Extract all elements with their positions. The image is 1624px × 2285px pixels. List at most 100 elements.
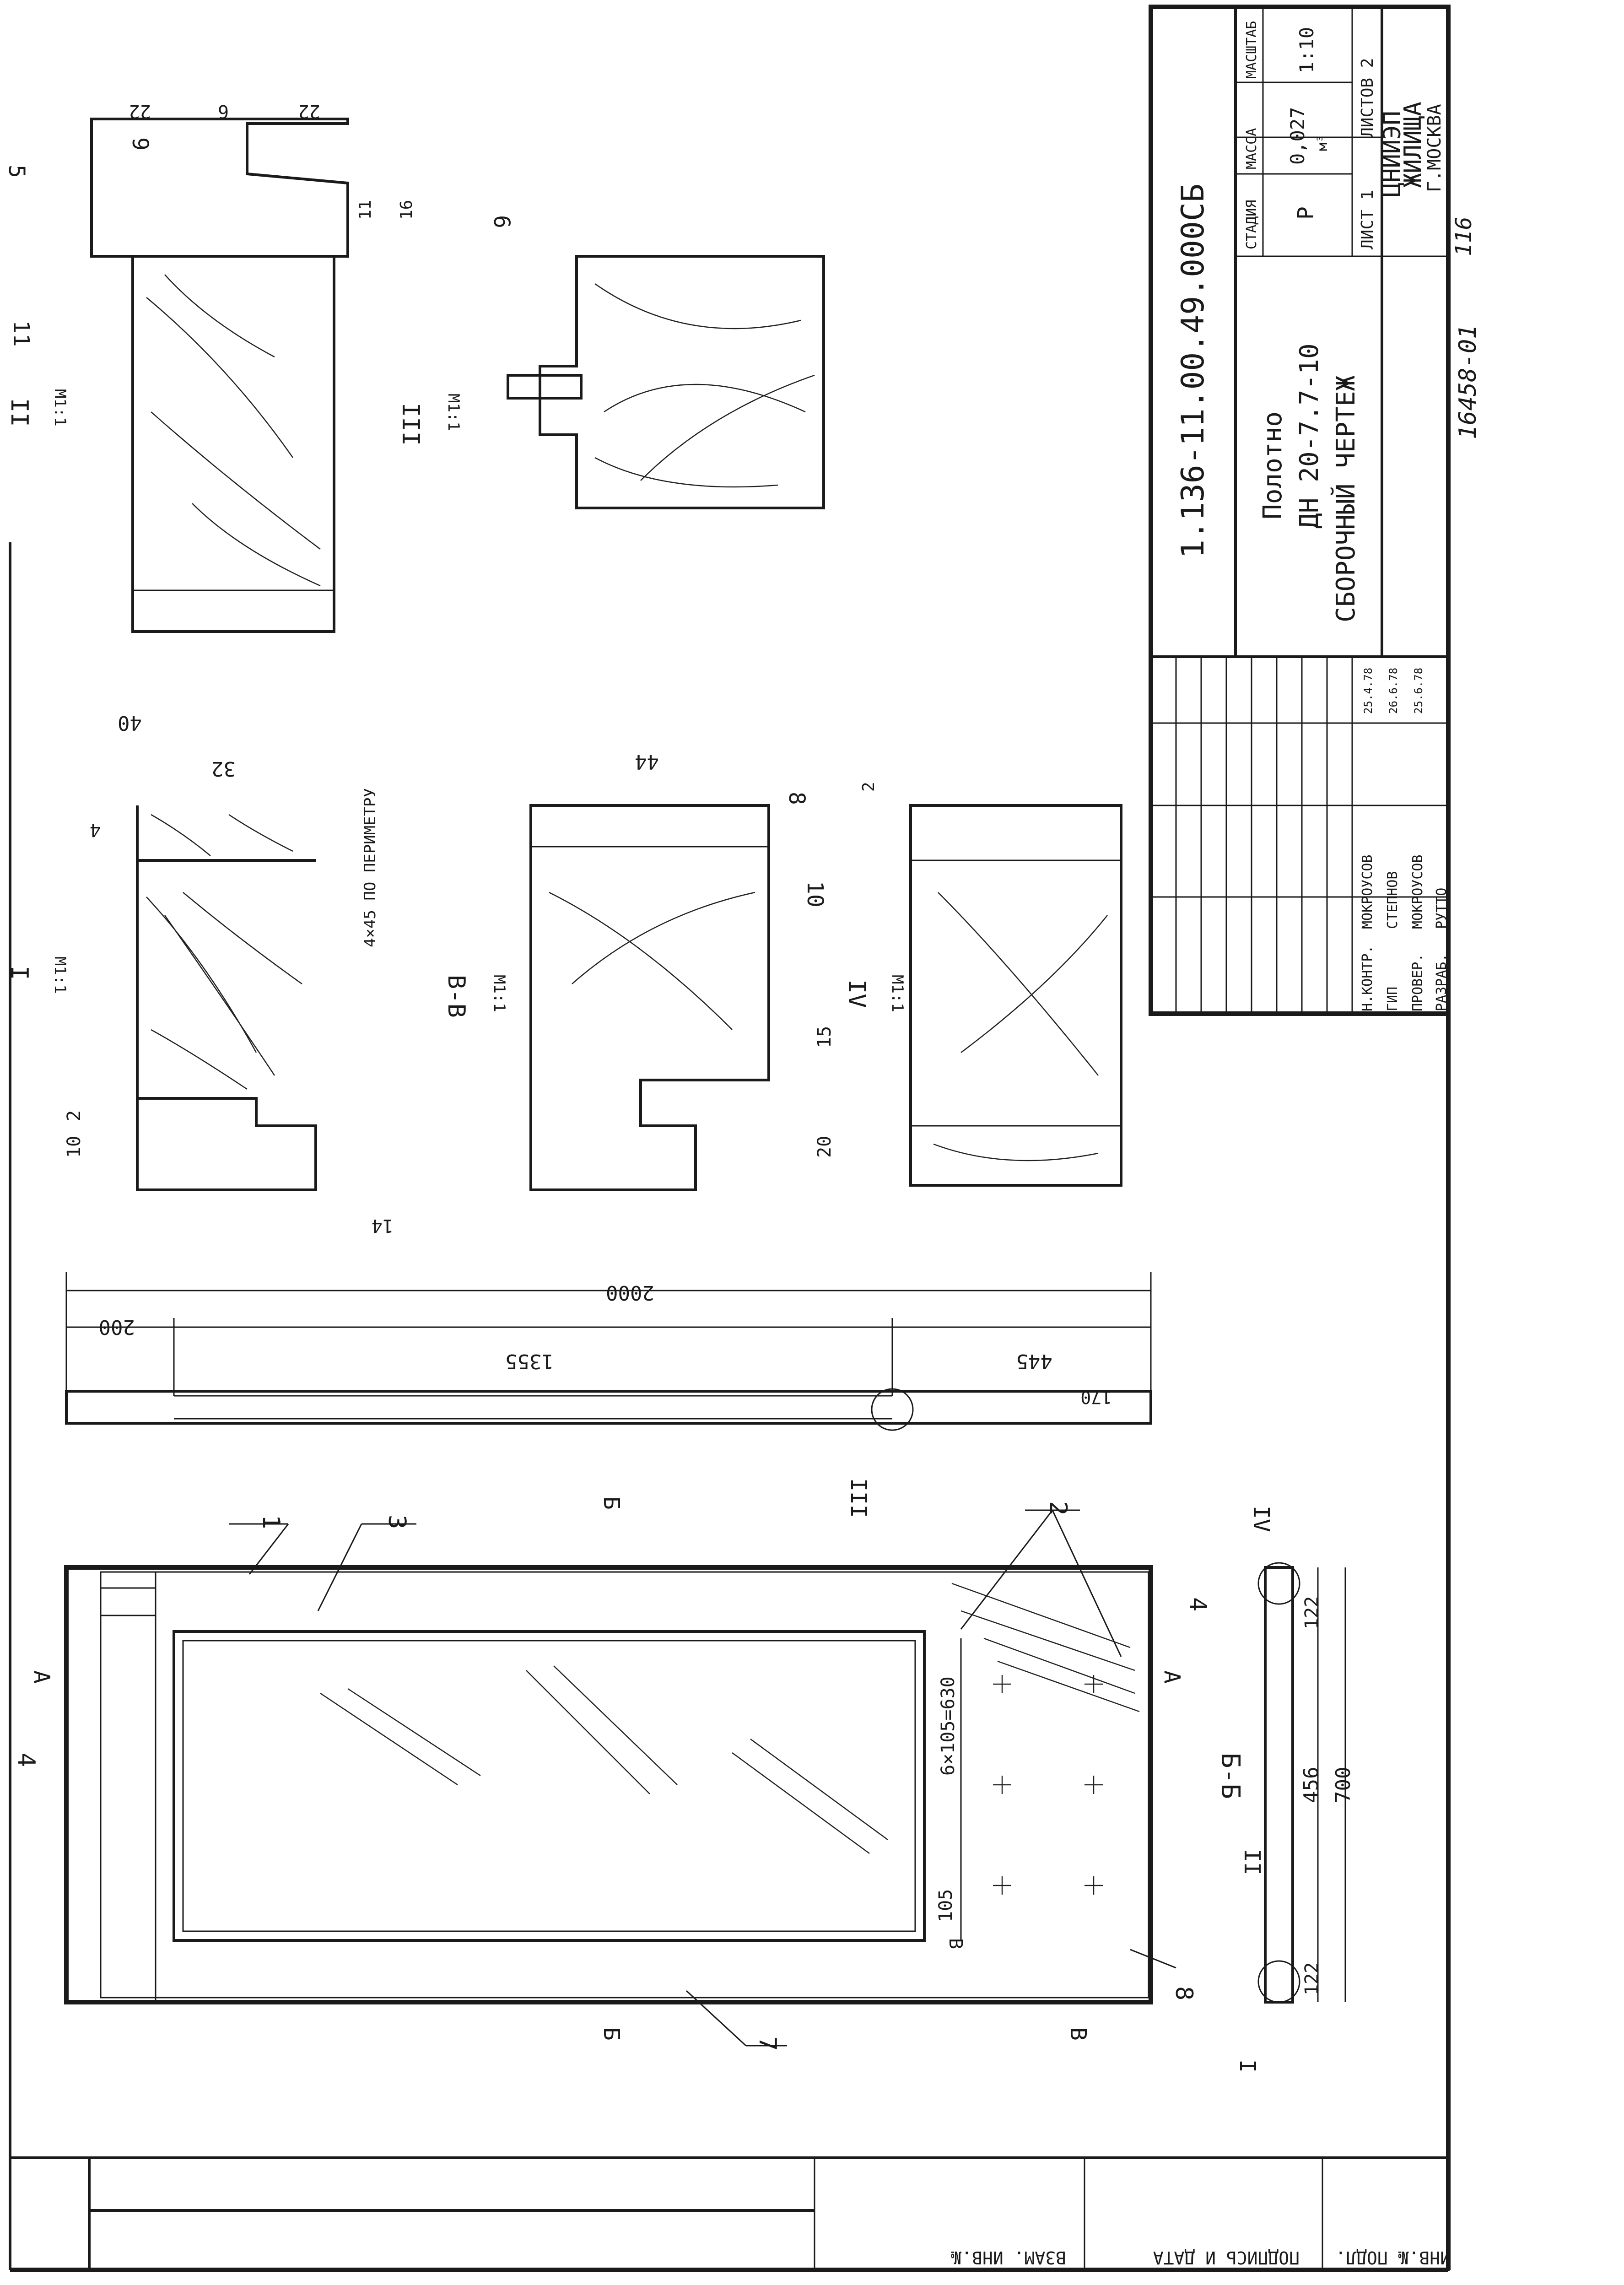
callout-10: 10 xyxy=(802,881,828,908)
role-prover: ПРОВЕР. xyxy=(1410,954,1426,1011)
mass-header: МАССА xyxy=(1244,128,1260,169)
dim-44: 44 xyxy=(635,750,659,773)
view-label-i: I xyxy=(1235,2059,1260,2073)
detail-III-label: III xyxy=(397,403,424,446)
dim-2b: 2 xyxy=(859,782,878,792)
callout-1: 1 xyxy=(257,1515,285,1529)
dim-445: 445 xyxy=(1016,1350,1052,1373)
date-nkontr: 25.4.78 xyxy=(1362,668,1375,714)
stage-header: СТАДИЯ xyxy=(1244,200,1260,249)
detail-I: I М1:1 4×45 ПО ПЕРИМЕТРУ 40 32 4 14 10 2 xyxy=(5,711,394,1236)
date-gip: 26.6.78 xyxy=(1387,668,1400,714)
view-label-ii: II xyxy=(1239,1849,1265,1875)
dim-2: 2 xyxy=(64,1110,85,1121)
sheet-number: ЛИСТ 1 xyxy=(1358,190,1377,249)
callout-5: 5 xyxy=(4,165,29,178)
view-label-iii: III xyxy=(846,1478,871,1518)
drawing-type: СБОРОЧНЫЙ ЧЕРТЕЖ xyxy=(1331,375,1361,622)
dim-15: 15 xyxy=(814,1026,835,1048)
detail-II-label: II xyxy=(5,398,33,427)
callout-7: 7 xyxy=(754,2037,781,2051)
detail-I-label: I xyxy=(5,966,33,980)
signer-gip: СТЕПНОВ xyxy=(1385,871,1401,929)
stamp-vzam: ВЗАМ. ИНВ.№ xyxy=(951,2247,1066,2268)
sheet-count: ЛИСТОВ 2 xyxy=(1358,58,1377,137)
detail-IV-label: IV xyxy=(843,979,870,1008)
sheet-frame xyxy=(9,5,1451,2272)
detail-VV-scale: М1:1 xyxy=(490,975,508,1012)
section-mark-a-top: А xyxy=(29,1670,54,1684)
dim-630: 6×105=630 xyxy=(938,1676,959,1776)
scale-header: МАСШТАБ xyxy=(1244,21,1260,79)
detail-II: II М1:1 22 22 6 11 16 5 9 11 xyxy=(4,101,416,633)
callout-2: 2 xyxy=(1044,1501,1072,1515)
dim-11: 11 xyxy=(356,200,375,220)
organization-city: Г.МОСКВА xyxy=(1424,104,1445,192)
dim-16: 16 xyxy=(397,200,416,220)
dim-200: 200 xyxy=(99,1315,135,1339)
dim-105: 105 xyxy=(935,1889,956,1922)
detail-I-scale: М1:1 xyxy=(51,956,69,994)
cutaway-marks xyxy=(993,1675,1103,1895)
detail-III-scale: М1:1 xyxy=(444,394,463,431)
detail-III: III М1:1 6 xyxy=(397,215,825,509)
dim-10: 10 xyxy=(64,1136,85,1158)
callout-6: 6 xyxy=(489,215,514,228)
dim-122-bottom: 122 xyxy=(1301,1962,1322,1995)
page-number: 116 xyxy=(1451,216,1477,256)
callout-8-detail: 8 xyxy=(784,792,809,805)
section-mark-b-top: Б xyxy=(599,1496,624,1510)
dim-122-top: 122 xyxy=(1301,1596,1322,1629)
role-razrab: РАЗРАБ. xyxy=(1434,954,1450,1011)
section-label-bb: Б-Б xyxy=(1215,1753,1245,1799)
signer-razrab: РУТТО xyxy=(1434,888,1450,929)
part-name: Полотно xyxy=(1258,411,1288,519)
callout-9: 9 xyxy=(127,137,153,151)
callout-4-b: 4 xyxy=(12,1753,40,1767)
dim-700: 700 xyxy=(1332,1767,1355,1803)
title-block: 1.136-11.00.49.000СБ Полотно ДН 20-7.7-1… xyxy=(1149,5,1482,1016)
detail-VV: В-В М1:1 IV М1:1 44 20 15 2 8 10 xyxy=(442,750,1122,1191)
date-prover: 25.6.78 xyxy=(1412,668,1425,714)
callout-8: 8 xyxy=(1170,1986,1198,2000)
detail-VV-label: В-В xyxy=(442,975,470,1018)
perimeter-note: 4×45 ПО ПЕРИМЕТРУ xyxy=(361,788,379,947)
detail-IV-scale: М1:1 xyxy=(888,975,906,1012)
stage-value: Р xyxy=(1293,206,1319,220)
dim-20: 20 xyxy=(814,1136,835,1158)
signer-prover: МОКРОУСОВ xyxy=(1410,854,1426,929)
dim-2000: 2000 xyxy=(606,1281,654,1304)
section-bb-profile: 700 456 122 122 IV II I xyxy=(1235,1506,1355,2073)
callout-11: 11 xyxy=(8,320,34,347)
section-mark-v: В xyxy=(1065,2027,1091,2041)
dim-4: 4 xyxy=(90,819,101,840)
mass-value: 0,027 xyxy=(1286,107,1309,165)
dim-40: 40 xyxy=(118,711,142,735)
dim-22-a: 22 xyxy=(129,101,151,122)
detail-II-scale: М1:1 xyxy=(51,389,69,427)
dim-14: 14 xyxy=(372,1215,394,1236)
role-gip: ГИП xyxy=(1385,987,1401,1011)
organization-name: ЦНИИЭП xyxy=(1379,111,1406,197)
drawing-code: 1.136-11.00.49.000СБ xyxy=(1175,184,1211,558)
view-label-iv: IV xyxy=(1248,1506,1274,1532)
section-mark-a-bottom: А xyxy=(1159,1670,1185,1684)
archive-number: 16458-01 xyxy=(1454,325,1482,439)
section-mark-v-small: В xyxy=(945,1938,966,1949)
door-front-view: 1 3 2 4 4 7 8 А А Б Б В В 105 6×105=630 … xyxy=(12,1496,1245,2051)
part-designation: ДН 20-7.7-10 xyxy=(1295,343,1324,529)
dim-456: 456 xyxy=(1300,1767,1323,1803)
section-mark-b-bottom: Б xyxy=(599,2027,624,2041)
callout-3: 3 xyxy=(383,1515,410,1529)
scale-value: 1:10 xyxy=(1295,27,1318,73)
dim-170: 170 xyxy=(1080,1387,1112,1407)
dim-22-b: 22 xyxy=(298,101,320,122)
callout-4-a: 4 xyxy=(1184,1597,1211,1611)
dim-32: 32 xyxy=(211,757,236,780)
dim-1355: 1355 xyxy=(505,1350,554,1373)
role-nkontr: Н.КОНТР. xyxy=(1360,945,1376,1012)
side-stamp: ИНВ.№ ПОДЛ. ПОДПИСЬ И ДАТА ВЗАМ. ИНВ.№ xyxy=(88,2156,1451,2271)
signer-nkontr: МОКРОУСОВ xyxy=(1360,854,1376,929)
stamp-inv-podl: ИНВ.№ ПОДЛ. xyxy=(1335,2247,1451,2268)
